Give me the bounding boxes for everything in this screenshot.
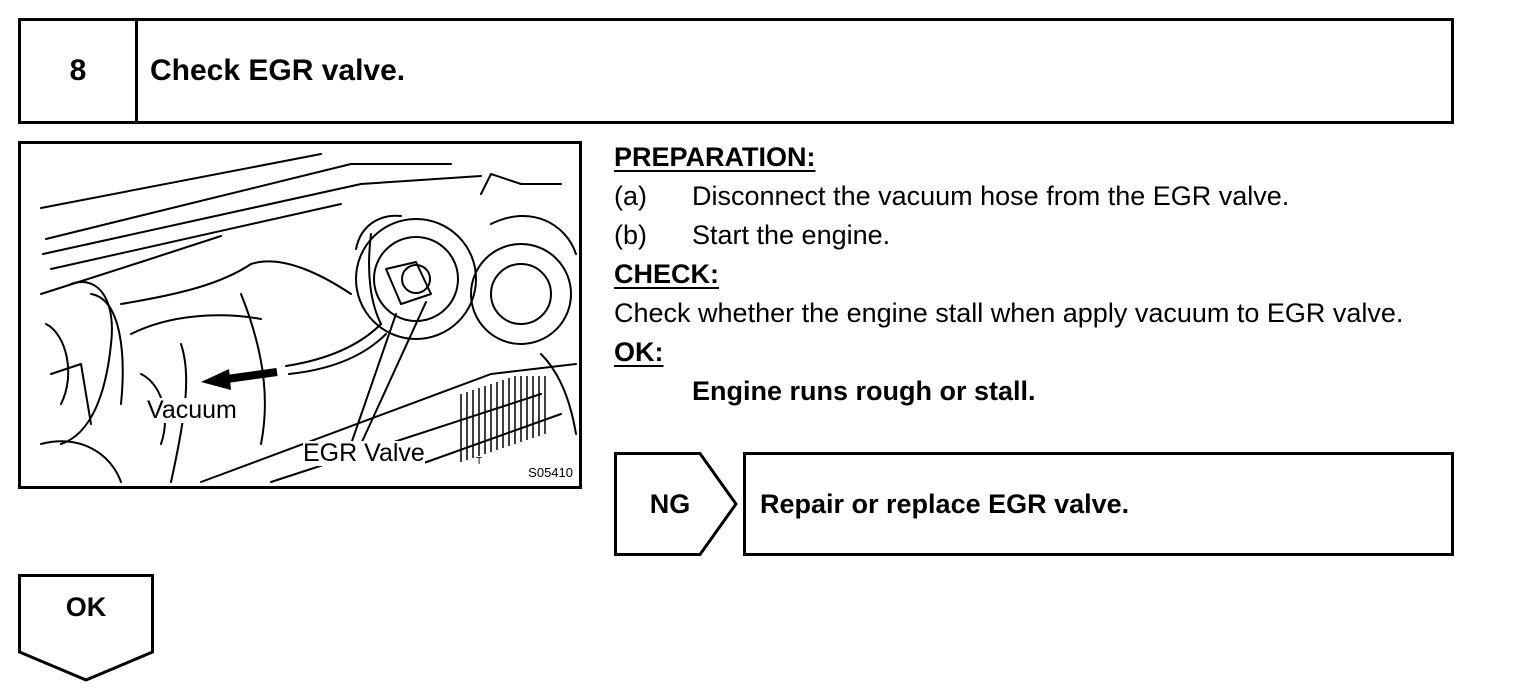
item-text: Start the engine. bbox=[692, 220, 891, 250]
step-title: Check EGR valve. bbox=[150, 54, 406, 87]
ng-action-box: Repair or replace EGR valve. bbox=[743, 452, 1454, 556]
egr-valve-label: EGR Valve bbox=[303, 439, 425, 467]
engine-drawing: T bbox=[40, 153, 577, 483]
item-tag: (b) bbox=[614, 220, 647, 250]
step-header: 8 Check EGR valve. bbox=[18, 18, 1454, 124]
check-text: Check whether the engine stall when appl… bbox=[614, 298, 1404, 328]
check-heading: CHECK: bbox=[614, 259, 719, 289]
instructions: PREPARATION: (a) Disconnect the vacuum h… bbox=[614, 138, 1454, 411]
ng-label: NG bbox=[649, 488, 691, 519]
figure-code: S05410 bbox=[528, 465, 573, 480]
vacuum-arrow bbox=[226, 368, 278, 383]
figure-marker: T bbox=[476, 456, 482, 467]
preparation-item: (a) Disconnect the vacuum hose from the … bbox=[614, 177, 1454, 216]
item-tag: (a) bbox=[614, 181, 647, 211]
ng-branch-marker: NG bbox=[614, 452, 738, 556]
ok-heading: OK: bbox=[614, 337, 664, 367]
ok-branch-marker: OK bbox=[18, 574, 154, 682]
vacuum-label: Vacuum bbox=[147, 396, 237, 424]
item-text: Disconnect the vacuum hose from the EGR … bbox=[692, 181, 1290, 211]
step-number: 8 bbox=[21, 21, 138, 121]
preparation-heading: PREPARATION: bbox=[614, 142, 816, 172]
preparation-item: (b) Start the engine. bbox=[614, 216, 1454, 255]
ok-result: Engine runs rough or stall. bbox=[692, 376, 1036, 406]
egr-valve-illustration: T Vacuum EGR Valve S05410 bbox=[18, 141, 582, 489]
ok-branch-label: OK bbox=[65, 592, 107, 622]
